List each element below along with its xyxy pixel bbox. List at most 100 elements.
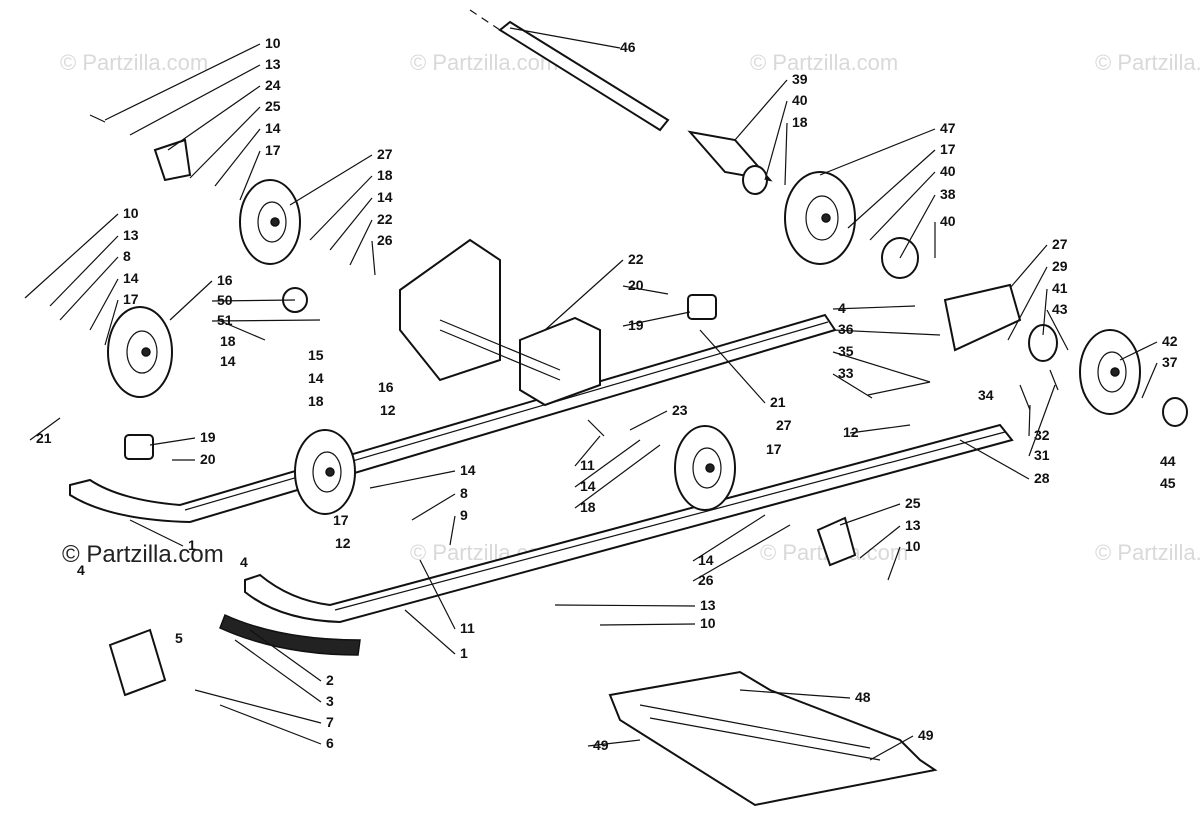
callout-17: 17 [766, 441, 782, 457]
watermark-main: © Partzilla.com [62, 541, 224, 568]
leader-line [622, 311, 691, 327]
leader-line [887, 546, 901, 581]
leader-line [832, 351, 931, 383]
leader-line [309, 175, 373, 241]
leader-line [167, 85, 261, 151]
callout-14: 14 [123, 270, 139, 286]
cap [1162, 397, 1188, 427]
leader-line [839, 503, 901, 526]
wheel [674, 425, 736, 511]
callout-3: 3 [326, 693, 334, 709]
callout-24: 25 [905, 495, 921, 511]
leader-line [329, 197, 373, 251]
bracket [153, 138, 192, 182]
callout-46: 46 [620, 39, 636, 55]
callout-11: 11 [580, 457, 595, 473]
leader-line [849, 424, 911, 434]
callout-6: 6 [326, 735, 334, 751]
bolt [867, 381, 931, 396]
callout-10: 10 [905, 538, 921, 554]
leader-line [349, 219, 373, 266]
leader-line [1141, 362, 1158, 399]
callout-17: 17 [333, 512, 349, 528]
watermark: © Partzilla.com [60, 50, 208, 75]
callout-14: 14 [377, 189, 393, 205]
callout-37: 37 [1162, 354, 1178, 370]
rear-bracket [943, 283, 1022, 352]
leader-line [1028, 384, 1056, 457]
callout-50: 50 [217, 292, 233, 308]
leader-line [411, 493, 456, 521]
wheel [294, 429, 356, 515]
leader-line [574, 435, 601, 467]
callout-51: 51 [217, 312, 233, 328]
leader-line [699, 329, 766, 404]
leader-line [369, 470, 456, 489]
leader-line [554, 604, 696, 607]
callout-19: 19 [200, 429, 216, 445]
callout-43: 43 [1052, 301, 1068, 317]
callout-28: 27 [1052, 236, 1068, 252]
leader-line [692, 514, 766, 562]
leader-line [832, 373, 873, 399]
callout-1: 1 [188, 537, 196, 553]
leader-line [1042, 288, 1048, 336]
callout-48: 48 [855, 689, 871, 705]
callout-38: 38 [940, 186, 956, 202]
callout-34: 34 [978, 387, 994, 403]
shaft [217, 319, 266, 341]
drive-axle [469, 9, 773, 182]
leader-line [784, 122, 788, 186]
callout-44: 44 [1160, 453, 1176, 469]
callout-2: 2 [326, 672, 334, 688]
watermark: © Partzilla.com [750, 50, 898, 75]
leader-line [819, 128, 936, 176]
callout-35: 35 [838, 343, 854, 359]
callout-8: 8 [123, 248, 131, 264]
callout-20: 20 [200, 451, 216, 467]
leader-line [169, 280, 213, 321]
leader-line [734, 79, 788, 141]
leader-line [419, 559, 456, 630]
callout-21: 21 [36, 430, 52, 446]
leader-line [371, 240, 376, 276]
leader-line [832, 329, 941, 336]
callout-40: 40 [940, 213, 956, 229]
callout-14: 14 [460, 462, 476, 478]
bolt [587, 419, 605, 437]
wheel [784, 171, 856, 265]
callout-14: 14 [698, 552, 714, 568]
callout-27: 27 [776, 417, 792, 433]
leader-line [211, 299, 296, 302]
watermark: © Partzilla.com [410, 50, 558, 75]
leader-line [189, 106, 261, 179]
callout-40: 40 [940, 163, 956, 179]
callout-49: 49 [593, 737, 609, 753]
callout-14: 14 [580, 478, 596, 494]
leader-line [544, 259, 624, 331]
callout-9: 9 [460, 507, 468, 523]
callout-11: 11 [460, 620, 475, 636]
callout-labels: 10 13 24 25 14 17 27 18 14 22 26 10 13 8… [36, 35, 1178, 753]
callout-42: 42 [1162, 333, 1178, 349]
callout-14: 14 [220, 353, 236, 369]
callout-32: 32 [1034, 427, 1050, 443]
leader-line [509, 27, 621, 49]
callout-17: 17 [265, 142, 281, 158]
callout-14: 14 [308, 370, 324, 386]
leader-line [149, 437, 196, 446]
callout-29: 28 [1034, 470, 1050, 486]
leader-line [404, 609, 456, 655]
wheel [1079, 329, 1141, 415]
leader-line [24, 213, 119, 299]
callout-4: 4 [240, 554, 248, 570]
callout-49: 49 [918, 727, 934, 743]
leader-line [104, 43, 261, 121]
bolt [1019, 384, 1031, 411]
callout-25: 26 [698, 572, 714, 588]
leader-line [289, 154, 373, 206]
leader-line [847, 149, 936, 229]
callout-47: 47 [940, 120, 956, 136]
leader-line [739, 689, 851, 699]
